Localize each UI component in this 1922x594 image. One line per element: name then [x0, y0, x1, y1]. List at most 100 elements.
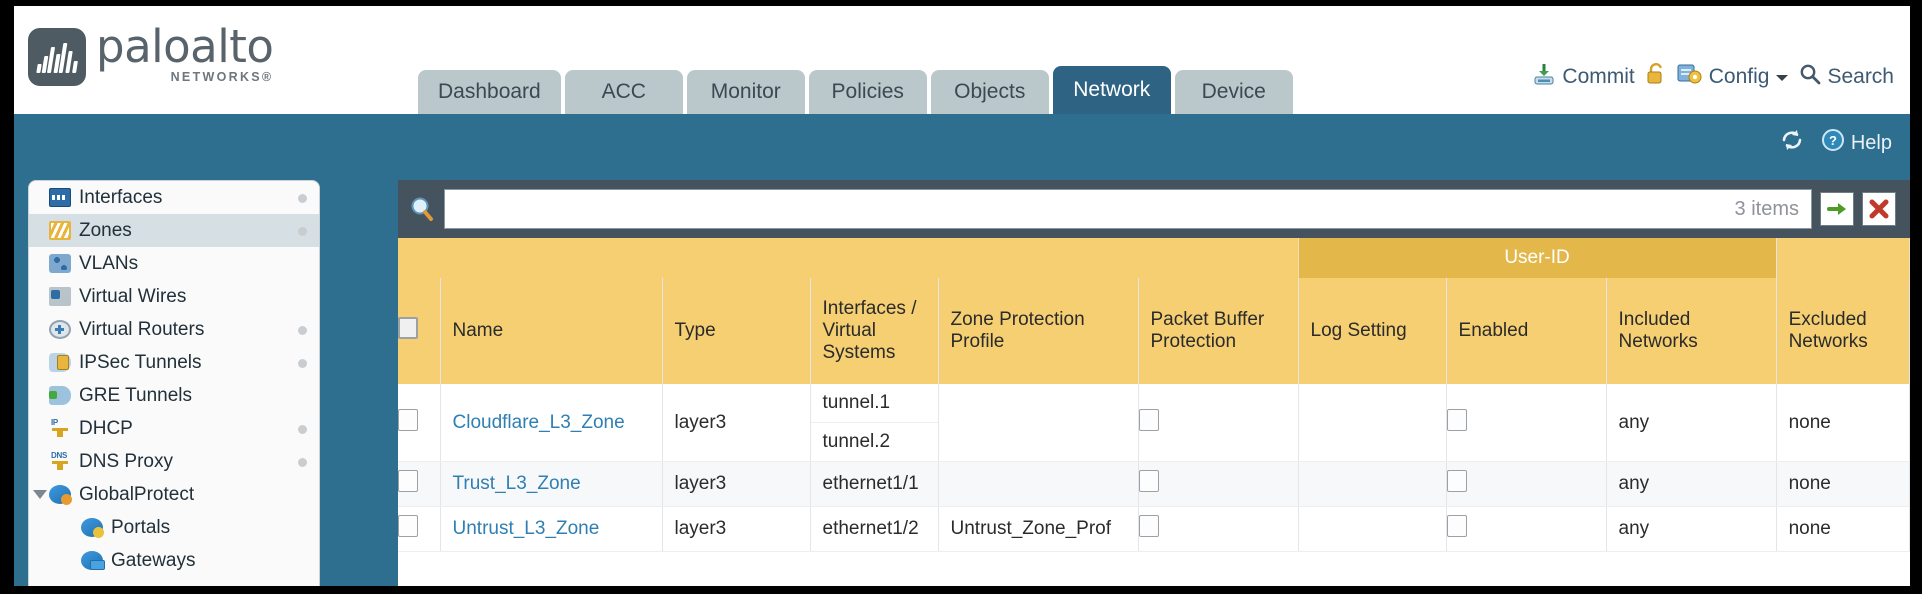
cell-userid-enabled[interactable] — [1446, 384, 1607, 462]
column-header-included-networks[interactable]: Included Networks — [1606, 278, 1777, 384]
cell-packet-buffer-protection[interactable] — [1138, 461, 1299, 507]
column-header-excluded-networks[interactable]: Excluded Networks — [1776, 278, 1910, 384]
status-dot — [298, 359, 307, 368]
sidebar-item-gateways[interactable]: Gateways — [29, 544, 319, 577]
blue-action-bar: ? Help — [14, 114, 1910, 180]
group-header-spacer — [398, 238, 1299, 278]
status-dot — [298, 458, 307, 467]
cell-excluded-networks: none — [1776, 384, 1910, 462]
table-row[interactable]: Trust_L3_Zone layer3 ethernet1/1 — [398, 461, 1910, 507]
row-checkbox[interactable] — [398, 470, 418, 492]
tab-dashboard[interactable]: Dashboard — [418, 70, 561, 114]
select-all-header[interactable] — [398, 278, 441, 384]
status-dot — [298, 227, 307, 236]
clear-filter-button[interactable] — [1862, 192, 1896, 226]
interface-entry: tunnel.2 — [822, 431, 891, 452]
sidebar-item-virtual-routers[interactable]: Virtual Routers — [29, 313, 319, 346]
zone-name-link[interactable]: Untrust_L3_Zone — [452, 518, 600, 539]
zones-panel: 3 items — [398, 180, 1910, 586]
group-header-row: User-ID — [398, 238, 1910, 278]
tab-acc[interactable]: ACC — [564, 70, 683, 114]
search-button[interactable]: Search — [1799, 63, 1894, 91]
row-select-cell[interactable] — [398, 506, 441, 552]
column-header-log-setting[interactable]: Log Setting — [1298, 278, 1447, 384]
help-link[interactable]: ? Help — [1821, 128, 1892, 158]
sidebar-item-globalprotect[interactable]: GlobalProtect — [29, 478, 319, 511]
tab-objects[interactable]: Objects — [930, 70, 1049, 114]
search-toolbar: 3 items — [398, 180, 1910, 238]
virtual-routers-icon — [49, 320, 71, 339]
interface-entry: ethernet1/1 — [822, 473, 919, 494]
userid-enabled-checkbox[interactable] — [1446, 408, 1467, 431]
sidebar-label: DNS Proxy — [79, 450, 173, 472]
paloalto-logo-icon — [28, 27, 86, 86]
sidebar-item-dhcp[interactable]: IP DHCP — [29, 412, 319, 445]
group-header-userid: User-ID — [1298, 238, 1777, 278]
tab-policies[interactable]: Policies — [808, 70, 927, 114]
packet-buffer-protection-checkbox[interactable] — [1138, 408, 1159, 431]
column-header-type[interactable]: Type — [662, 278, 811, 384]
row-select-cell[interactable] — [398, 384, 441, 462]
column-header-packet-buffer-protection[interactable]: Packet Buffer Protection — [1138, 278, 1299, 384]
cell-packet-buffer-protection[interactable] — [1138, 384, 1299, 462]
cell-included-networks: any — [1606, 506, 1777, 552]
paloalto-web-interface: paloalto NETWORKS® Dashboard ACC Monitor… — [14, 6, 1910, 586]
sidebar-label: GlobalProtect — [79, 483, 195, 505]
sidebar-item-interfaces[interactable]: Interfaces — [29, 181, 319, 214]
cell-userid-enabled[interactable] — [1446, 506, 1607, 552]
table-row[interactable]: Cloudflare_L3_Zone layer3 tunnel.1 tunne… — [398, 384, 1910, 462]
sidebar-item-dns-proxy[interactable]: DNS DNS Proxy — [29, 445, 319, 478]
column-header-interfaces-virtual-systems[interactable]: Interfaces / Virtual Systems — [810, 278, 939, 384]
sidebar-item-vlans[interactable]: VLANs — [29, 247, 319, 280]
tab-monitor[interactable]: Monitor — [686, 70, 805, 114]
row-select-cell[interactable] — [398, 461, 441, 507]
column-header-zone-protection-profile[interactable]: Zone Protection Profile — [938, 278, 1139, 384]
column-header-name[interactable]: Name — [440, 278, 663, 384]
sidebar-label: Portals — [111, 516, 171, 538]
row-checkbox[interactable] — [398, 515, 418, 537]
group-header-spacer-right — [1776, 238, 1910, 278]
sidebar-item-portals[interactable]: Portals — [29, 511, 319, 544]
row-checkbox[interactable] — [398, 408, 418, 431]
search-input[interactable]: 3 items — [444, 189, 1812, 229]
table-row[interactable]: Untrust_L3_Zone layer3 ethernet1/2 Untru… — [398, 506, 1910, 552]
packet-buffer-protection-checkbox[interactable] — [1138, 515, 1159, 537]
sidebar-label: Zones — [79, 219, 132, 241]
sidebar-item-zones[interactable]: Zones — [29, 214, 319, 247]
commit-button[interactable]: Commit — [1532, 62, 1635, 92]
cell-userid-enabled[interactable] — [1446, 461, 1607, 507]
cell-packet-buffer-protection[interactable] — [1138, 506, 1299, 552]
network-sidebar: Interfaces Zones VLANs Virtual Wires Vir… — [28, 180, 320, 586]
tab-device[interactable]: Device — [1174, 70, 1293, 114]
cell-interfaces: tunnel.1 tunnel.2 — [810, 384, 939, 462]
interface-entry: tunnel.1 — [810, 384, 938, 423]
expander-triangle-icon[interactable] — [33, 490, 47, 499]
zone-name-link[interactable]: Trust_L3_Zone — [452, 473, 581, 494]
tab-network[interactable]: Network — [1052, 66, 1171, 114]
interfaces-icon — [49, 188, 71, 207]
portals-icon — [81, 518, 104, 538]
padlock-icon[interactable] — [1645, 62, 1667, 92]
sidebar-label: Gateways — [111, 549, 196, 571]
refresh-icon[interactable] — [1779, 128, 1805, 158]
interface-entry: ethernet1/2 — [822, 518, 919, 539]
cell-excluded-networks: none — [1776, 506, 1910, 552]
commit-label: Commit — [1562, 65, 1635, 88]
sidebar-item-ipsec-tunnels[interactable]: IPSec Tunnels — [29, 346, 319, 379]
packet-buffer-protection-checkbox[interactable] — [1138, 470, 1159, 492]
zone-name-link[interactable]: Cloudflare_L3_Zone — [452, 411, 625, 433]
sidebar-item-virtual-wires[interactable]: Virtual Wires — [29, 280, 319, 313]
column-header-row: Name Type Interfaces / Virtual Systems Z… — [398, 278, 1910, 384]
column-header-enabled[interactable]: Enabled — [1446, 278, 1607, 384]
apply-filter-button[interactable] — [1820, 192, 1854, 226]
userid-enabled-checkbox[interactable] — [1446, 515, 1467, 537]
select-all-checkbox[interactable] — [398, 317, 418, 339]
cell-zone-protection-profile: Untrust_Zone_Prof — [938, 506, 1139, 552]
header-actions: Commit Config — [1532, 62, 1894, 92]
sidebar-item-gre-tunnels[interactable]: GRE Tunnels — [29, 379, 319, 412]
search-magnifier-icon[interactable] — [408, 195, 436, 223]
config-dropdown[interactable]: Config — [1677, 62, 1790, 92]
search-label: Search — [1827, 65, 1894, 88]
cell-interfaces: ethernet1/2 — [810, 506, 939, 552]
userid-enabled-checkbox[interactable] — [1446, 470, 1467, 492]
